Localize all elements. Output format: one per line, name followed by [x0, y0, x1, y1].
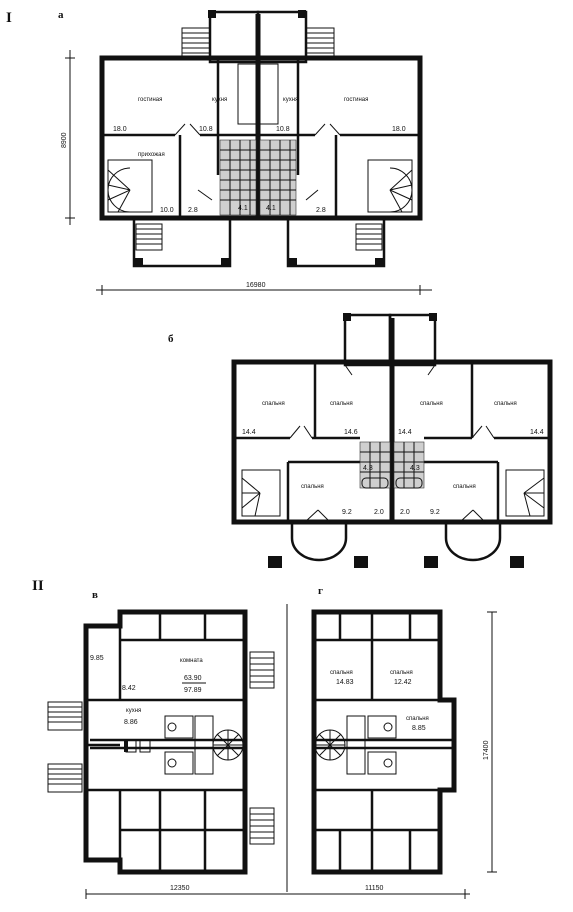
plan-b: спальня спальня спальня спальня спальня …	[231, 313, 553, 568]
area-hall: 10.0	[160, 207, 174, 214]
dim-plan-g-width: 11150	[365, 885, 384, 892]
area-bed6: 9.2	[430, 509, 440, 516]
room-bed2: спальня	[330, 401, 353, 407]
area-g-bed1: 14.83	[336, 679, 354, 686]
room-living-left: гостиная	[138, 97, 162, 103]
area-bath-left: 4.1	[238, 205, 248, 212]
area-bath-left: 4.3	[363, 465, 373, 472]
dim-plan-a-depth: 8900	[61, 132, 68, 148]
area-v-kitchen: 8.86	[124, 719, 138, 726]
room-g-bed1: спальня	[330, 670, 353, 676]
room-bed5: спальня	[301, 484, 324, 490]
area-bath-right: 4.1	[266, 205, 276, 212]
room-bed4: спальня	[494, 401, 517, 407]
area-bed4: 14.4	[530, 429, 544, 436]
room-living-right: гостиная	[344, 97, 368, 103]
room-hall: прихожая	[138, 152, 165, 158]
room-bed1: спальня	[262, 401, 285, 407]
section-label-II: II	[32, 578, 44, 594]
area-bath-right: 4.3	[410, 465, 420, 472]
area-v-room-top: 9.85	[90, 655, 104, 662]
area-living-left: 18.0	[113, 126, 127, 133]
area-wc-left: 2.8	[188, 207, 198, 214]
area-v-small: 8.42	[122, 685, 136, 692]
area-bed3: 14.4	[398, 429, 412, 436]
area-hall-right: 2.0	[400, 509, 410, 516]
dim-plan-a-width: 16980	[246, 282, 266, 289]
area-kitchen-right: 10.8	[276, 126, 290, 133]
room-g-bed2: спальня	[390, 670, 413, 676]
area-wc-right: 2.8	[316, 207, 326, 214]
plan-label-v: в	[92, 589, 98, 601]
area-v-total: 97.89	[184, 687, 202, 694]
area-v-total-living: 63.90	[184, 675, 202, 682]
dim-plan-v-width: 12350	[170, 885, 190, 892]
plan-label-g: г	[318, 585, 323, 597]
room-v-room: комната	[180, 658, 203, 664]
room-bed6: спальня	[453, 484, 476, 490]
area-living-right: 18.0	[392, 126, 406, 133]
area-g-bed3: 8.85	[412, 725, 426, 732]
area-bed2: 14.6	[344, 429, 358, 436]
plan-label-a: а	[58, 9, 64, 21]
area-bed5: 9.2	[342, 509, 352, 516]
room-kitchen-right: кухня	[283, 97, 298, 103]
room-v-kitchen: кухня	[126, 708, 141, 714]
room-kitchen-left: кухня	[212, 97, 227, 103]
section-label-I: I	[6, 10, 12, 26]
plan-g: спальня спальня спальня 14.83 12.42 8.85…	[287, 609, 497, 899]
area-g-bed2: 12.42	[394, 679, 412, 686]
plan-label-b: б	[168, 333, 174, 345]
area-hall-left: 2.0	[374, 509, 384, 516]
plan-v: комната кухня 9.85 8.42 8.86 63.90 97.89…	[47, 609, 287, 899]
room-bed3: спальня	[420, 401, 443, 407]
room-g-bed3: спальня	[406, 716, 429, 722]
dim-plan-g-depth: 17400	[483, 740, 490, 760]
plan-a: гостиная кухня кухня гостиная прихожая 1…	[61, 10, 432, 295]
area-kitchen-left: 10.8	[199, 126, 213, 133]
area-bed1: 14.4	[242, 429, 256, 436]
